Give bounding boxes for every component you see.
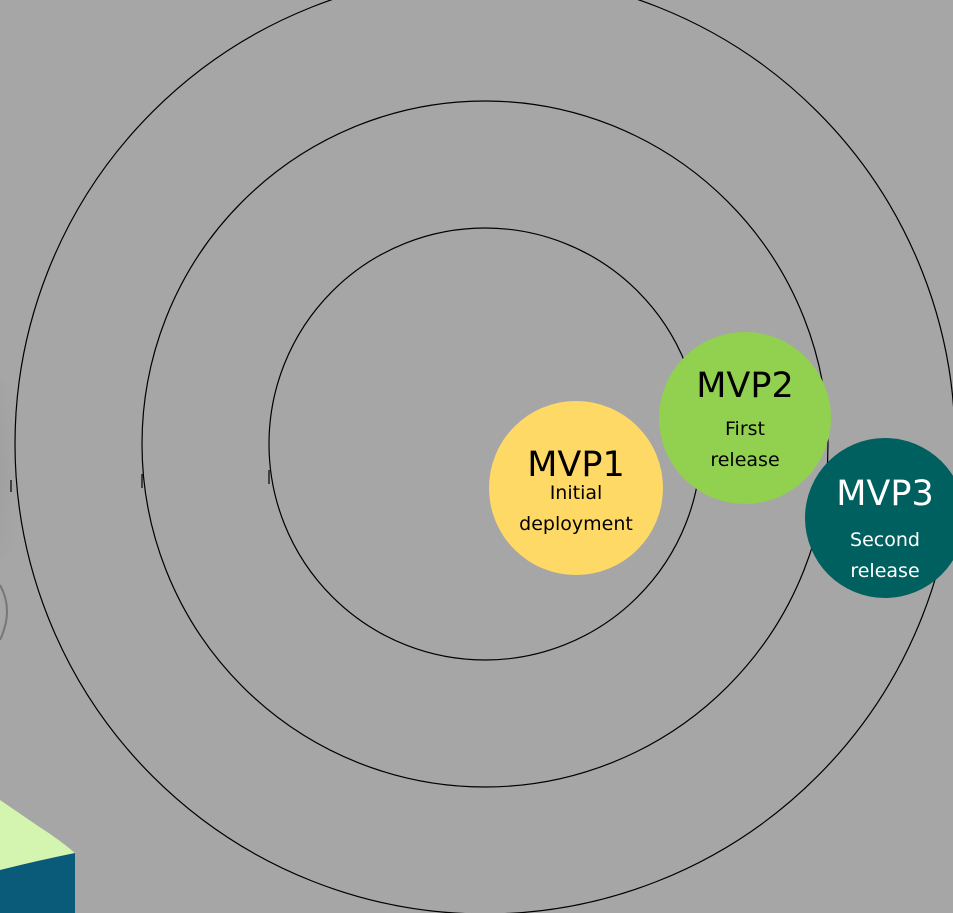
mvp1-subtitle-line1: Initial <box>550 482 603 504</box>
middle-ring <box>141 100 829 788</box>
mvp1-subtitle-line2: deployment <box>519 513 633 535</box>
mvp2-subtitle-line1: First <box>725 418 765 440</box>
mvp2-subtitle-line2: release <box>710 449 779 471</box>
mvp3-title: MVP3 <box>836 474 934 514</box>
mvp3-subtitle-line1: Second <box>850 529 920 551</box>
mvp1-circle <box>489 401 663 575</box>
left-edge-shadow <box>0 380 30 560</box>
left-edge-arc <box>0 584 8 641</box>
mvp2-title: MVP2 <box>696 366 794 406</box>
outer-ring <box>14 0 953 913</box>
mvp1-node: MVP1 Initial deployment <box>489 401 663 575</box>
mvp2-circle <box>659 332 831 504</box>
mvp3-subtitle-line2: release <box>850 560 919 582</box>
mvp3-circle <box>805 438 953 598</box>
mvp1-title: MVP1 <box>527 445 625 485</box>
corner-shape-dark <box>0 852 75 913</box>
mvp3-node: MVP3 Second release <box>805 438 953 598</box>
mvp2-node: MVP2 First release <box>659 332 831 504</box>
corner-shape-light <box>0 800 75 870</box>
